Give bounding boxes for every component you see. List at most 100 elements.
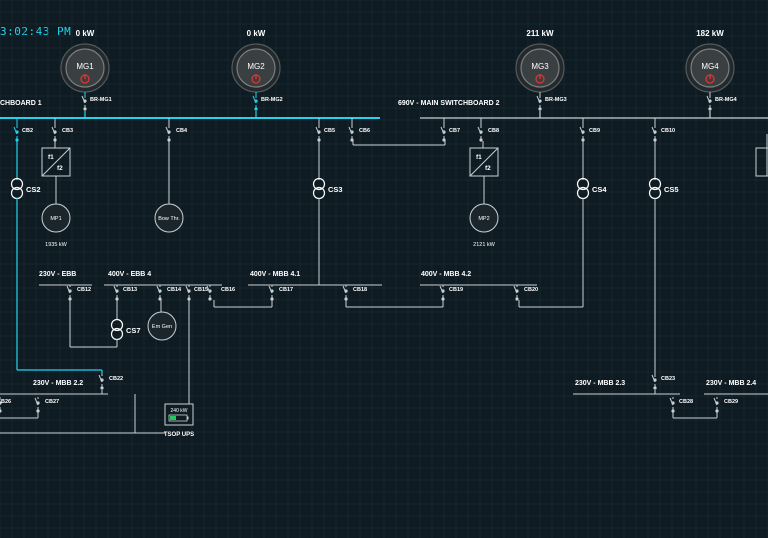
breaker-label: BR-MG4 bbox=[715, 97, 738, 103]
breaker-cb10[interactable]: CB10 bbox=[651, 126, 675, 142]
generator-power: 0 kW bbox=[76, 29, 95, 38]
generator-mg1[interactable]: 0 kW MG1 bbox=[60, 29, 110, 93]
stop-icon[interactable] bbox=[535, 74, 545, 84]
breaker-label: CB3 bbox=[62, 128, 73, 134]
breaker-cb4[interactable]: CB4 bbox=[165, 126, 188, 142]
breaker-cb27[interactable]: CB27 bbox=[34, 397, 59, 413]
transformer-label: CS4 bbox=[592, 185, 607, 194]
motor-name: MP1 bbox=[50, 216, 61, 222]
breaker-cb26[interactable]: CB26 bbox=[0, 398, 11, 413]
breaker-cb29[interactable]: CB29 bbox=[713, 397, 738, 413]
motor-name: Bow Thr. bbox=[158, 216, 180, 222]
breaker-cb19[interactable]: CB19 bbox=[439, 285, 463, 301]
breaker-br-mg4[interactable]: BR-MG4 bbox=[706, 95, 738, 111]
breaker-cb6[interactable]: CB6 bbox=[348, 126, 370, 142]
breaker-cb16[interactable]: CB16 bbox=[206, 285, 235, 301]
system-clock: 3:02:43 PM bbox=[0, 25, 72, 38]
generator-name: MG1 bbox=[76, 62, 94, 71]
transformer-cs5[interactable]: CS5 bbox=[648, 177, 679, 200]
breaker-cb20[interactable]: CB20 bbox=[513, 285, 538, 301]
switchboard-mbb23: 230V - MBB 2.3 bbox=[573, 380, 680, 395]
breaker-cb13[interactable]: CB13 bbox=[113, 285, 137, 301]
breaker-cb18[interactable]: CB18 bbox=[342, 285, 367, 301]
switchboard-title: 400V - MBB 4.1 bbox=[250, 271, 300, 278]
breaker-cb2[interactable]: CB2 bbox=[13, 126, 33, 142]
breaker-label: BR-MG2 bbox=[261, 97, 283, 103]
breaker-cb17[interactable]: CB17 bbox=[268, 285, 293, 301]
transformer-cs4[interactable]: CS4 bbox=[576, 177, 608, 200]
breaker-cb5[interactable]: CB5 bbox=[315, 126, 335, 142]
breaker-label: CB28 bbox=[679, 399, 693, 405]
generator-name: MG3 bbox=[531, 62, 549, 71]
stop-icon[interactable] bbox=[251, 74, 261, 84]
battery-icon bbox=[168, 414, 189, 422]
switchboard-title: 230V - MBB 2.3 bbox=[575, 380, 625, 387]
motor-power: 2121 kW bbox=[473, 242, 496, 248]
switchboard-title: 400V - MBB 4.2 bbox=[421, 271, 471, 278]
converter-f1-label: f1 bbox=[476, 154, 482, 161]
breaker-br-mg2[interactable]: BR-MG2 bbox=[252, 95, 283, 111]
switchboard-title: 230V - MBB 2.2 bbox=[33, 380, 83, 387]
main-switchboard-2: 690V - MAIN SWITCHBOARD 2 bbox=[398, 100, 768, 119]
breaker-cb3[interactable]: CB3 bbox=[51, 126, 73, 142]
motor-bow-thruster[interactable]: Bow Thr. bbox=[154, 203, 184, 233]
stop-icon[interactable] bbox=[705, 74, 715, 84]
breaker-cb9[interactable]: CB9 bbox=[579, 126, 600, 142]
converter-f1-label: f1 bbox=[48, 154, 54, 161]
switchboard-mbb22: 230V - MBB 2.2 bbox=[0, 380, 108, 395]
breaker-label: CB23 bbox=[661, 376, 675, 382]
breaker-br-mg3[interactable]: BR-MG3 bbox=[536, 95, 567, 111]
transformer-label: CS2 bbox=[26, 185, 41, 194]
switchboard-mbb42: 400V - MBB 4.2 bbox=[420, 271, 537, 286]
breaker-br-mg1[interactable]: BR-MG1 bbox=[81, 95, 112, 111]
transformer-label: CS5 bbox=[664, 185, 679, 194]
breaker-label: CB5 bbox=[324, 128, 335, 134]
breaker-label: CB19 bbox=[449, 287, 463, 293]
breaker-cb7[interactable]: CB7 bbox=[440, 126, 460, 142]
generator-power: 182 kW bbox=[696, 29, 724, 38]
breaker-cb22[interactable]: CB22 bbox=[98, 374, 123, 390]
stop-icon[interactable] bbox=[80, 74, 90, 84]
switchboard-title: 230V - EBB bbox=[39, 271, 76, 278]
switchboard-ebb: 230V - EBB bbox=[39, 271, 92, 286]
transformer-cs3[interactable]: CS3 bbox=[312, 177, 343, 200]
ups-power: 240 kW bbox=[171, 408, 188, 414]
breaker-label: CB16 bbox=[221, 287, 235, 293]
breaker-label: CB29 bbox=[724, 399, 738, 405]
motor-name: MP2 bbox=[478, 216, 489, 222]
transformer-cs7[interactable]: CS7 bbox=[110, 318, 141, 341]
switchboard-mbb41: 400V - MBB 4.1 bbox=[248, 271, 382, 286]
breaker-label: CB9 bbox=[589, 128, 600, 134]
ups-name: TSOP UPS bbox=[164, 432, 194, 438]
breaker-cb14[interactable]: CB14 bbox=[156, 285, 182, 301]
generator-name: MG4 bbox=[701, 62, 719, 71]
ups-tsop[interactable]: 240 kW TSOP UPS bbox=[164, 403, 194, 438]
switchboard-title: 230V - MBB 2.4 bbox=[706, 380, 756, 387]
breaker-label: CB4 bbox=[176, 128, 188, 134]
breaker-cb28[interactable]: CB28 bbox=[669, 397, 693, 413]
converter-f2-label: f2 bbox=[485, 165, 491, 172]
breaker-cb12[interactable]: CB12 bbox=[66, 285, 91, 301]
breaker-label: CB2 bbox=[22, 128, 33, 134]
breaker-label: CB14 bbox=[167, 287, 182, 293]
motor-mp2[interactable]: MP2 2121 kW bbox=[469, 203, 499, 248]
transformer-label: CS7 bbox=[126, 326, 141, 335]
breaker-cb15[interactable]: CB15 bbox=[185, 285, 208, 301]
generator-mg4[interactable]: 182 kW MG4 bbox=[685, 29, 735, 93]
transformer-label: CS3 bbox=[328, 185, 343, 194]
switchboard-title: 400V - EBB 4 bbox=[108, 271, 151, 278]
breaker-label: CB20 bbox=[524, 287, 538, 293]
breaker-label: CB18 bbox=[353, 287, 367, 293]
motor-em-gen[interactable]: Em Gen bbox=[147, 311, 177, 341]
motor-name: Em Gen bbox=[152, 324, 172, 330]
switchboard-ebb4: 400V - EBB 4 bbox=[104, 271, 222, 286]
breaker-cb8[interactable]: CB8 bbox=[477, 126, 499, 142]
breaker-label: CB10 bbox=[661, 128, 675, 134]
breaker-cb23[interactable]: CB23 bbox=[651, 374, 675, 390]
